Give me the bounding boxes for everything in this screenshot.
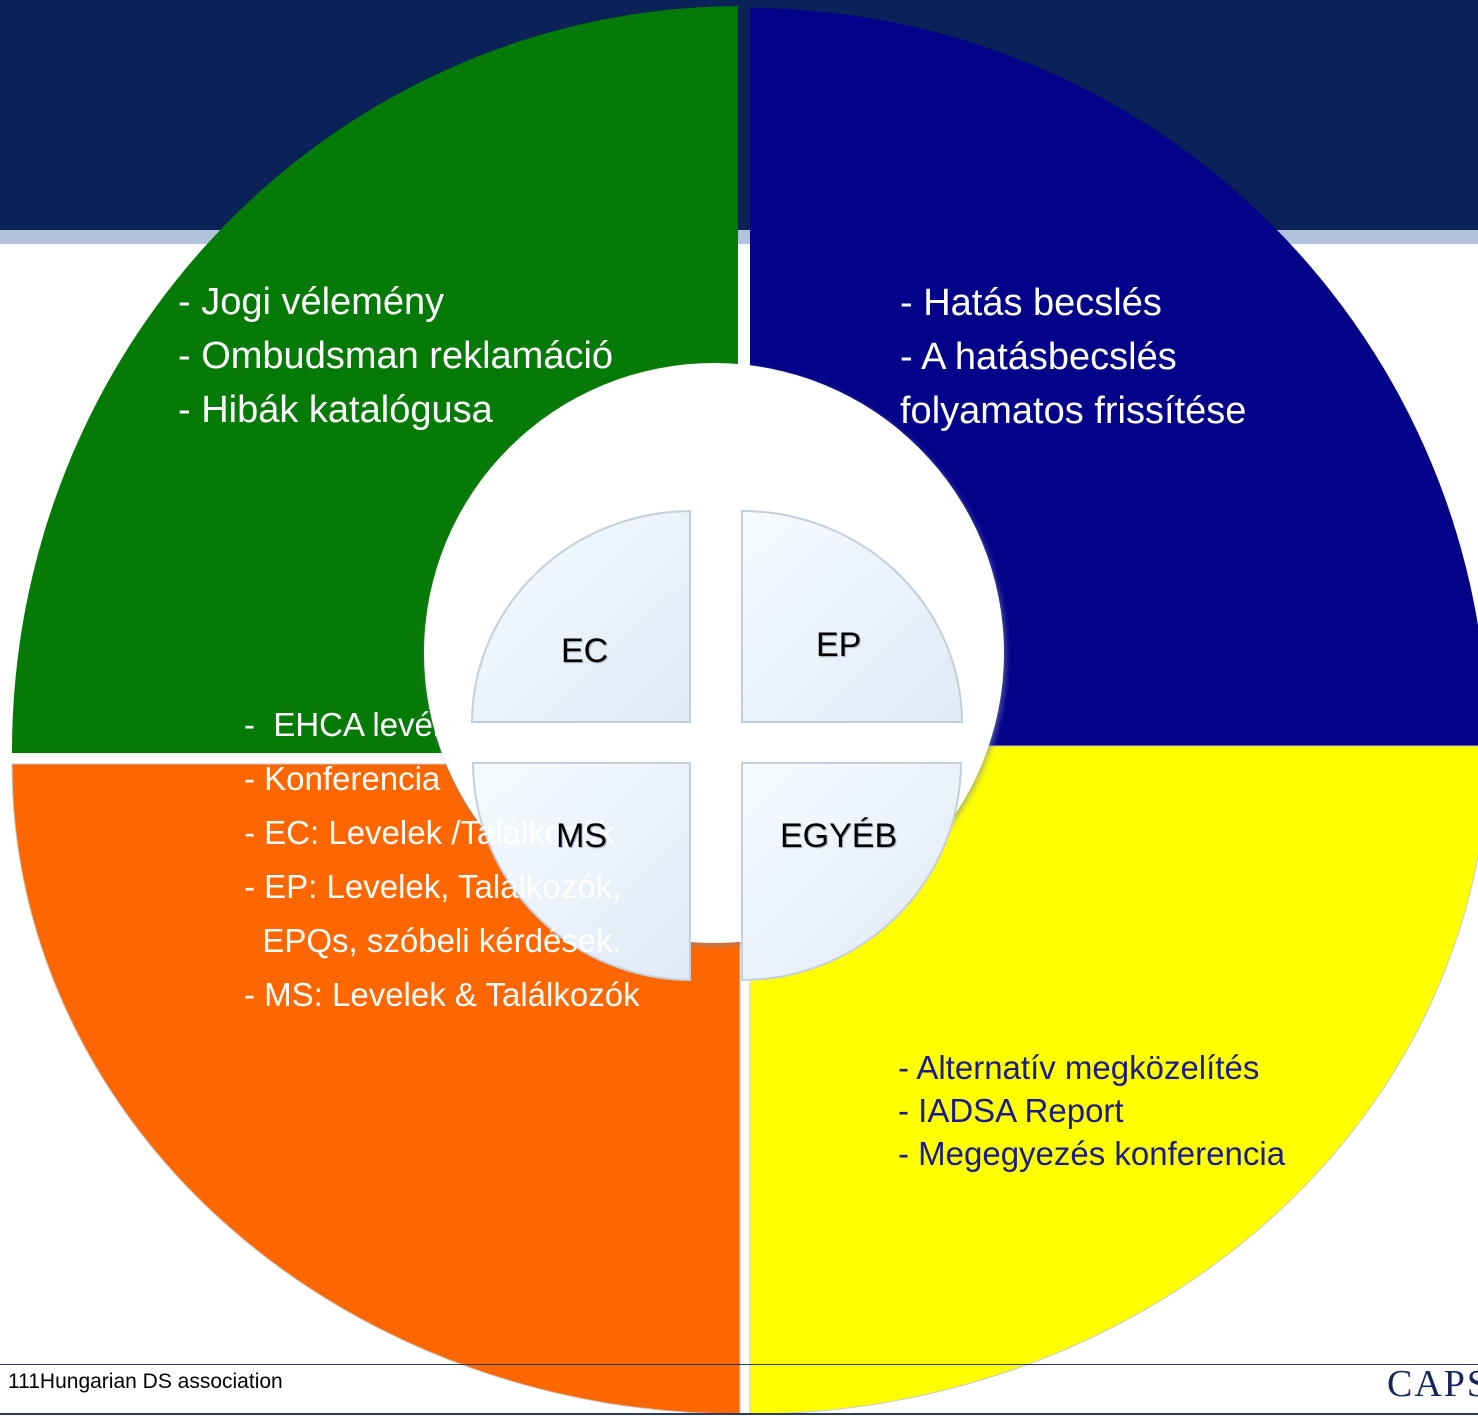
top-left-line: - Jogi vélemény <box>178 281 445 323</box>
caps-logo: CAPS <box>1387 1363 1478 1405</box>
top-right-line: - Hatás becslés <box>900 282 1162 324</box>
bottom-right-line: - Alternatív megközelítés <box>898 1049 1260 1086</box>
center-label-ec: EC <box>561 632 609 670</box>
bottom-right-line: - IADSA Report <box>898 1092 1124 1129</box>
inner-petal-egyeb <box>741 762 963 982</box>
bottom-left-line: - EP: Levelek, Találkozók, <box>244 868 622 905</box>
center-label-ep: EP <box>816 626 862 664</box>
footer-divider <box>0 1364 1478 1365</box>
top-right-line: folyamatos frissítése <box>900 390 1247 432</box>
bottom-right-text: - Alternatív megközelítés - IADSA Report… <box>898 1046 1285 1175</box>
bottom-left-line: - Konferencia <box>244 760 441 797</box>
inner-petal-ep <box>741 509 964 723</box>
top-right-line: - A hatásbecslés <box>900 336 1177 378</box>
center-label-egyeb: EGYÉB <box>780 817 898 855</box>
center-label-ms: MS <box>556 817 607 855</box>
bottom-left-line: - EC: Levelek /Találkozók <box>244 814 615 851</box>
bottom-left-text: - EHCA levél - Konferencia - EC: Levelek… <box>244 698 640 1022</box>
bottom-right-line: - Megegyezés konferencia <box>898 1135 1286 1172</box>
footer-bottom-rule <box>0 1413 1478 1415</box>
bottom-left-line: - EHCA levél <box>244 706 441 743</box>
quadrant-bottom-right <box>749 745 1478 1415</box>
inner-petal-ec <box>470 509 691 723</box>
bottom-left-line: EPQs, szóbeli kérdések. <box>244 922 622 959</box>
inner-petal-ms <box>471 762 691 982</box>
top-left-line: - Hibák katalógusa <box>178 389 493 431</box>
footer-text: 111Hungarian DS association <box>8 1370 283 1393</box>
top-left-text: - Jogi vélemény - Ombudsman reklamáció -… <box>178 275 613 437</box>
top-left-line: - Ombudsman reklamáció <box>178 335 614 377</box>
bottom-left-line: - MS: Levelek & Találkozók <box>244 976 640 1013</box>
top-right-text: - Hatás becslés - A hatásbecslés folyama… <box>900 276 1246 438</box>
